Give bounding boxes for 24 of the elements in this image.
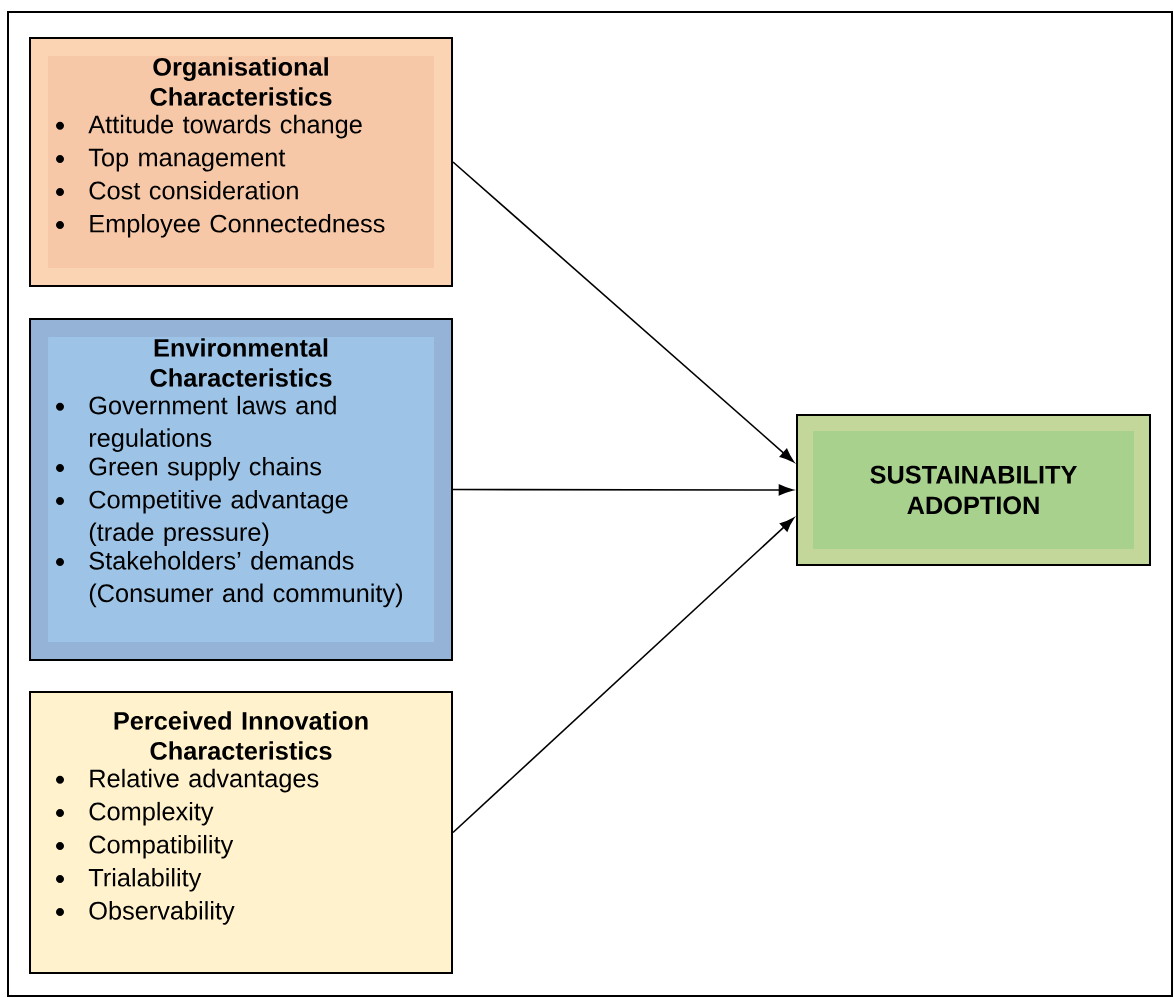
bullet-item: Attitude towards change xyxy=(56,114,362,139)
arrow xyxy=(452,161,795,463)
box-label: SUSTAINABILITY ADOPTION xyxy=(870,465,1077,515)
bullet-item: Compatibility xyxy=(56,834,234,859)
bullet-item: Complexity xyxy=(56,801,214,826)
bullet-item: Employee Connectedness xyxy=(56,214,385,238)
box-heading: Perceived Innovation Characteristics xyxy=(114,711,368,760)
box-heading: Environmental Characteristics xyxy=(150,338,332,387)
factor-box xyxy=(29,318,453,661)
bullet-item: Observability xyxy=(56,901,235,925)
bullet-item: Stakeholders’ demands (Consumer and community) xyxy=(56,551,402,608)
factor-box xyxy=(29,37,453,287)
bullet-item: Government laws and regulations xyxy=(56,395,336,452)
result-box xyxy=(796,414,1151,566)
factor-box xyxy=(29,691,453,974)
bullet-item: Top management xyxy=(56,148,286,172)
bullet-item: Competitive advantage (trade pressure) xyxy=(56,490,348,547)
bullet-item: Green supply chains xyxy=(56,456,322,481)
bullet-item: Cost consideration xyxy=(56,180,298,200)
bullet-item: Trialability xyxy=(56,868,202,892)
bullet-item: Relative advantages xyxy=(56,768,319,793)
arrow xyxy=(452,517,795,834)
box-heading: Organisational Characteristics xyxy=(150,57,332,106)
arrow xyxy=(452,484,794,496)
